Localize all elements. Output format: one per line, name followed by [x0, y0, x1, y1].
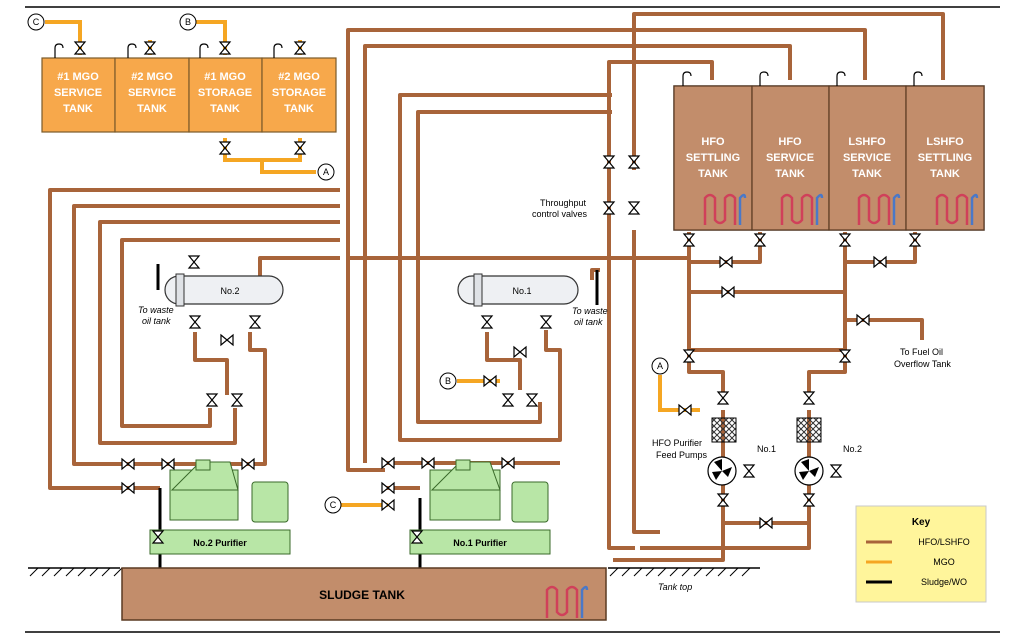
mgo-tank-2-line1: #2 MGO	[131, 71, 173, 83]
hfo-tank-2-line3: TANK	[775, 168, 805, 180]
svg-text:C: C	[33, 17, 40, 27]
feed-pumps-label-1: HFO Purifier	[652, 438, 702, 448]
throughput-label-1: Throughput	[540, 198, 587, 208]
hfo-tank-1-line1: HFO	[701, 136, 725, 148]
overflow-label-1: To Fuel Oil	[900, 347, 943, 357]
feed-pump-strainers	[711, 417, 822, 443]
svg-text:A: A	[323, 167, 329, 177]
hfo-tank-1-line2: SETTLING	[686, 152, 740, 164]
overflow-label-2: Overflow Tank	[894, 359, 951, 369]
mgo-tank-3-line2: STORAGE	[198, 87, 252, 99]
pump-no2-label: No.2	[843, 444, 862, 454]
svg-text:B: B	[445, 376, 451, 386]
mgo-tank-1-line1: #1 MGO	[57, 71, 99, 83]
feed-pump-no1	[707, 456, 737, 486]
sludge-tank-label: SLUDGE TANK	[319, 588, 405, 602]
purifier-no1: No.1 Purifier	[409, 459, 551, 555]
mgo-valve-1[interactable]	[74, 41, 86, 55]
mgo-valve-6[interactable]	[294, 141, 306, 155]
hfo-tank-3-line1: LSHFO	[848, 136, 886, 148]
svg-text:B: B	[185, 17, 191, 27]
throughput-label-2: control valves	[532, 209, 588, 219]
mgo-tank-4-line2: STORAGE	[272, 87, 326, 99]
hfo-tank-3-line2: SERVICE	[843, 152, 891, 164]
heater-no1: No.1	[457, 273, 579, 307]
svg-text:C: C	[330, 500, 337, 510]
tank-top-hatching	[29, 567, 751, 577]
waste-left-label-1: To waste	[138, 305, 174, 315]
sludge-tank: SLUDGE TANK	[121, 567, 607, 621]
heater-no1-label: No.1	[512, 286, 531, 296]
mgo-tank-group: #1 MGO SERVICE TANK #2 MGO SERVICE TANK …	[41, 41, 337, 155]
hfo-tank-2-line2: SERVICE	[766, 152, 814, 164]
waste-right-label-1: To waste	[572, 306, 608, 316]
mgo-valve-2[interactable]	[144, 41, 156, 55]
heater-no2-label: No.2	[220, 286, 239, 296]
mgo-tank-3-line3: TANK	[210, 103, 240, 115]
mgo-tank-2-line3: TANK	[137, 103, 167, 115]
mgo-tank-3-line1: #1 MGO	[204, 71, 246, 83]
mgo-valve-3[interactable]	[219, 41, 231, 55]
mgo-tank-4	[261, 57, 337, 133]
mgo-tank-1-line3: TANK	[63, 103, 93, 115]
connector-c-top: C	[27, 13, 45, 31]
feed-pump-no2	[794, 456, 824, 486]
mgo-valve-5[interactable]	[219, 141, 231, 155]
key-hfo-label: HFO/LSHFO	[918, 537, 970, 547]
svg-text:A: A	[657, 361, 663, 371]
feed-pumps-label-2: Feed Pumps	[656, 450, 708, 460]
pump-no1-label: No.1	[757, 444, 776, 454]
legend-key: Key HFO/LSHFO MGO Sludge/WO	[855, 505, 987, 603]
key-sludge-label: Sludge/WO	[921, 577, 967, 587]
connector-a-top: A	[317, 163, 335, 181]
mgo-tank-4-line3: TANK	[284, 103, 314, 115]
hfo-tank-1-line3: TANK	[698, 168, 728, 180]
mgo-valve-4[interactable]	[294, 41, 306, 55]
hfo-tank-4-line3: TANK	[930, 168, 960, 180]
heating-coil-icon	[703, 193, 979, 225]
connector-b-mid: B	[439, 372, 457, 390]
connector-c-bottom: C	[324, 496, 342, 514]
hfo-tank-3-line3: TANK	[852, 168, 882, 180]
mgo-tank-2-line2: SERVICE	[128, 87, 176, 99]
hfo-tank-4-line2: SETTLING	[918, 152, 972, 164]
waste-left-label-2: oil tank	[142, 316, 171, 326]
mgo-tank-4-line1: #2 MGO	[278, 71, 320, 83]
sludge-pipes	[156, 264, 599, 575]
purifier-no2: No.2 Purifier	[149, 459, 291, 555]
key-title: Key	[912, 517, 931, 528]
key-mgo-label: MGO	[933, 557, 955, 567]
hfo-tank-2-line1: HFO	[778, 136, 802, 148]
connector-b-top: B	[179, 13, 197, 31]
mgo-tank-1	[41, 57, 116, 133]
purifier-no1-label: No.1 Purifier	[453, 538, 507, 548]
connector-a-right: A	[651, 357, 669, 375]
hfo-tank-group: HFO SETTLING TANK HFO SERVICE TANK LSHFO…	[673, 71, 985, 231]
sludge-heating-coil-icon	[545, 585, 589, 618]
waste-right-label-2: oil tank	[574, 317, 603, 327]
hfo-pipes	[48, 12, 945, 562]
mgo-tank-3	[188, 57, 263, 133]
purifier-no2-label: No.2 Purifier	[193, 538, 247, 548]
mgo-tank-1-line2: SERVICE	[54, 87, 102, 99]
heater-no2: No.2	[164, 273, 284, 307]
tank-top-label: Tank top	[658, 582, 692, 592]
hfo-tank-4-line1: LSHFO	[926, 136, 964, 148]
